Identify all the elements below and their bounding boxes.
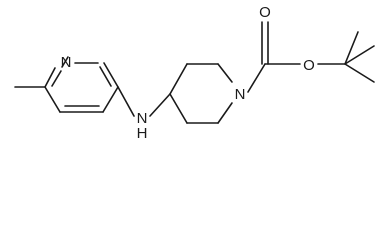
structure-canvas: N N N H N O O [14, 4, 375, 142]
atom-label-carbonyl-o: O [259, 4, 271, 21]
bond-nh-c4pip [149, 93, 171, 117]
bond-tbu-me2 [344, 63, 375, 83]
bond-c4-c3 [102, 86, 119, 113]
bond-pip-c4-c3 [169, 63, 188, 95]
bond-c3-n2 [103, 62, 119, 88]
bond-tbu-me3 [344, 31, 359, 65]
bond-pip-c2-n [217, 63, 233, 83]
piperidine-ring [169, 63, 233, 124]
bond-n-carbonyl [247, 63, 266, 93]
pyrimidine-ring [14, 56, 119, 113]
bond-c3-n2-double [99, 66, 112, 87]
bond-n1-c2 [61, 56, 69, 68]
bond-n1-c6-double [51, 70, 62, 87]
bond-c4-nh [117, 86, 135, 117]
bond-tbu-me1 [344, 45, 375, 65]
bond-n1-c6 [44, 67, 56, 88]
atom-label-ester-o: O [303, 57, 315, 74]
bond-pip-c5-c4 [169, 93, 188, 124]
atom-label-h: H [137, 125, 148, 142]
bond-c6-c5 [44, 86, 61, 113]
bond-pip-n-c6 [217, 102, 233, 124]
atom-label-piperidine-n: N [235, 86, 246, 103]
atom-label-n-top: N [61, 54, 72, 71]
atom-label-nh: N [137, 110, 148, 127]
molecule-drawing: N N N H N O O [14, 4, 375, 142]
boc-group [247, 21, 375, 93]
